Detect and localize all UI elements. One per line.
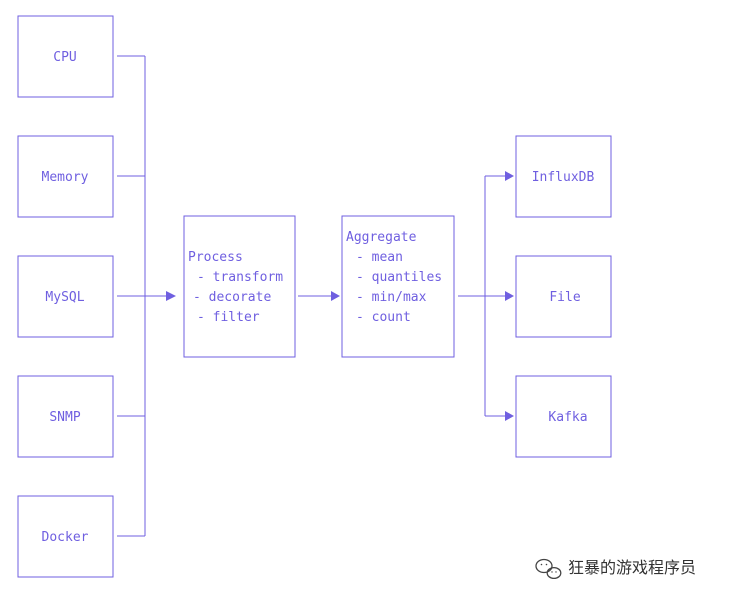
- aggregate-title: Aggregate: [346, 230, 417, 245]
- output-file-box: [515, 255, 612, 338]
- aggregate-to-influxdb-arrowhead: [505, 171, 514, 181]
- aggregate-node: Aggregate - mean - quantiles - min/max -…: [341, 215, 455, 358]
- source-mysql-box: [17, 255, 114, 338]
- process-title: Process: [188, 250, 243, 265]
- aggregate-step-quantiles: - quantiles: [356, 270, 442, 285]
- watermark: 狂暴的游戏程序员: [535, 558, 696, 580]
- output-influxdb-label: InfluxDB: [532, 170, 595, 185]
- output-kafka-box: [515, 375, 612, 458]
- aggregate-to-output-connectors: [458, 171, 514, 421]
- source-snmp-label: SNMP: [49, 410, 80, 425]
- output-kafka-label: Kafka: [548, 410, 587, 425]
- source-docker-node: Docker: [17, 495, 114, 578]
- watermark-text: 狂暴的游戏程序员: [568, 558, 696, 577]
- process-node: Process - transform - decorate - filter: [183, 215, 296, 358]
- aggregate-to-file-arrowhead: [505, 291, 514, 301]
- output-kafka-node: Kafka: [515, 375, 612, 458]
- source-cpu-label: CPU: [53, 50, 76, 65]
- aggregate-step-mean: - mean: [356, 250, 403, 265]
- output-influxdb-box: [515, 135, 612, 218]
- source-memory-label: Memory: [42, 170, 89, 185]
- source-memory-node: Memory: [17, 135, 114, 218]
- source-cpu-box: [17, 15, 114, 98]
- source-mysql-label: MySQL: [45, 290, 84, 305]
- output-influxdb-node: InfluxDB: [515, 135, 612, 218]
- aggregate-step-count: - count: [356, 310, 411, 325]
- source-mysql-node: MySQL: [17, 255, 114, 338]
- source-docker-box: [17, 495, 114, 578]
- process-step-decorate: - decorate: [193, 290, 271, 305]
- mysql-to-process-arrowhead: [166, 291, 176, 301]
- source-snmp-box: [17, 375, 114, 458]
- process-to-aggregate-connector: [298, 291, 340, 301]
- aggregate-to-kafka-arrowhead: [505, 411, 514, 421]
- source-docker-label: Docker: [42, 530, 89, 545]
- source-connectors: [117, 55, 176, 537]
- process-step-filter: - filter: [197, 310, 260, 325]
- process-to-aggregate-arrowhead: [331, 291, 340, 301]
- aggregate-step-min-max: - min/max: [356, 290, 427, 305]
- process-box: [183, 215, 296, 358]
- source-snmp-node: SNMP: [17, 375, 114, 458]
- source-memory-box: [17, 135, 114, 218]
- process-step-transform: - transform: [197, 270, 283, 285]
- output-file-label: File: [549, 290, 580, 305]
- wechat-icon: [535, 558, 562, 580]
- aggregate-box: [341, 215, 455, 358]
- source-cpu-node: CPU: [17, 15, 114, 98]
- output-file-node: File: [515, 255, 612, 338]
